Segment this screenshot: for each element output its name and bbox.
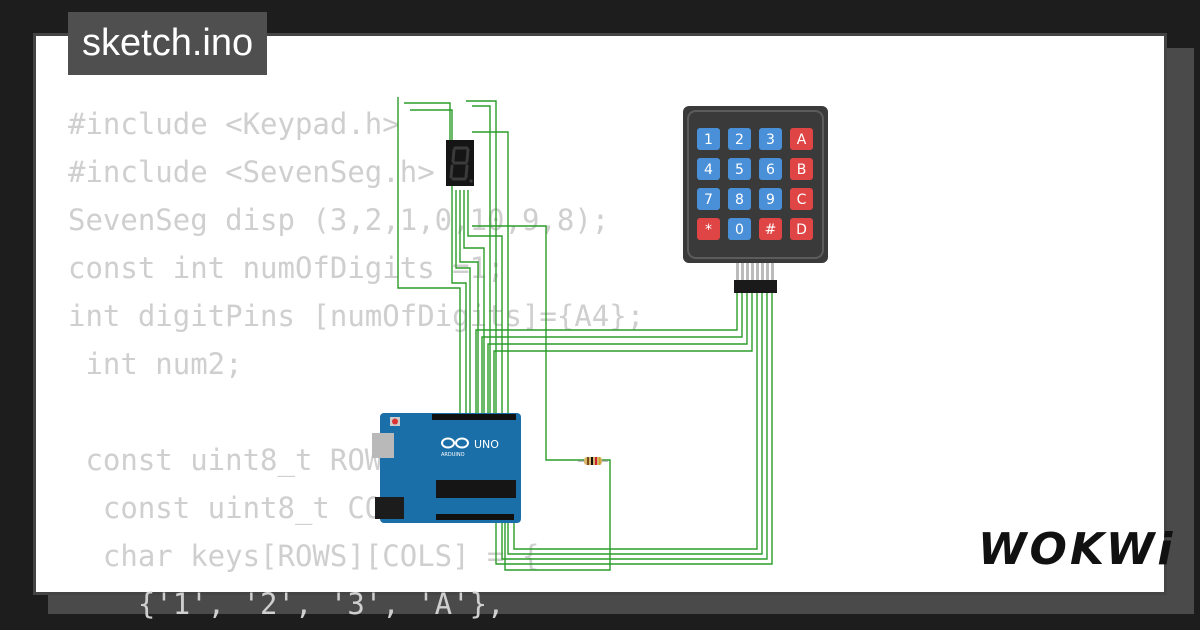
keypad-key[interactable] [759, 158, 782, 180]
keypad-key-label: D [796, 222, 807, 238]
code-background: #include <Keypad.h> #include <SevenSeg.h>… [68, 100, 644, 628]
keypad-key[interactable] [790, 188, 813, 210]
keypad-key[interactable] [728, 218, 751, 240]
keypad-key[interactable] [697, 188, 720, 210]
reset-button [392, 418, 398, 425]
wires [397, 97, 773, 571]
code-line: #include <SevenSeg.h> [68, 155, 435, 189]
code-line: SevenSeg disp (3,2,1,0,10,9,8); [68, 203, 610, 237]
file-tab[interactable]: sketch.ino [68, 12, 268, 75]
keypad-key[interactable] [759, 218, 782, 240]
arduino-model-label: UNO [474, 438, 499, 451]
keypad-key-label: 5 [735, 162, 744, 178]
keypad-key-label: 6 [766, 162, 775, 178]
wokwi-logo: WOKWi [978, 524, 1176, 575]
keypad-key-label: 9 [766, 192, 775, 208]
microcontroller-chip [436, 480, 516, 498]
keypad-key[interactable] [728, 158, 751, 180]
keypad-key-label: A [797, 132, 807, 148]
keypad-key[interactable] [728, 188, 751, 210]
keypad-connector [734, 280, 777, 293]
arduino-logo-icon [441, 437, 469, 449]
keypad-key[interactable] [790, 128, 813, 150]
arduino-brand-label: ARDUINO [441, 452, 465, 458]
keypad-key[interactable] [759, 188, 782, 210]
keypad-key[interactable] [697, 218, 720, 240]
code-line: #include <Keypad.h> [68, 107, 400, 141]
keypad-key-label: * [705, 222, 712, 238]
digital-header [432, 414, 516, 420]
keypad-key-label: 4 [704, 162, 713, 178]
keypad-key[interactable] [697, 158, 720, 180]
keypad-key[interactable] [728, 128, 751, 150]
seven-segment-display [446, 140, 474, 186]
keypad-key[interactable] [759, 128, 782, 150]
keypad-key[interactable] [697, 128, 720, 150]
keypad-key-label: 0 [735, 222, 744, 238]
power-jack [375, 497, 404, 519]
analog-header [436, 514, 514, 520]
keypad-key-label: 8 [735, 192, 744, 208]
keypad-key-label: 3 [766, 132, 775, 148]
usb-port [372, 433, 394, 458]
seven-segment-digit [449, 146, 470, 181]
keypad-key[interactable] [790, 218, 813, 240]
keypad-key[interactable] [790, 158, 813, 180]
keypad-key-label: 2 [735, 132, 744, 148]
keypad-keys: 1 2 3 A 4 5 6 B 7 8 9 C * 0 # D [697, 128, 813, 240]
code-line: int num2; [68, 347, 243, 381]
code-line: {'1', '2', '3', 'A'}, [68, 587, 505, 621]
keypad-key-label: B [797, 162, 807, 178]
resistor [578, 457, 608, 465]
arduino-board: UNO ARDUINO [372, 413, 521, 523]
preview-card: #include <Keypad.h> #include <SevenSeg.h>… [33, 33, 1167, 621]
keypad-key-label: # [765, 222, 777, 238]
keypad: 1 2 3 A 4 5 6 B 7 8 9 C * 0 # D [683, 106, 828, 293]
keypad-key-label: C [797, 192, 807, 208]
keypad-key-label: 1 [704, 132, 713, 148]
keypad-ribbon [736, 263, 774, 280]
keypad-key-label: 7 [704, 192, 713, 208]
